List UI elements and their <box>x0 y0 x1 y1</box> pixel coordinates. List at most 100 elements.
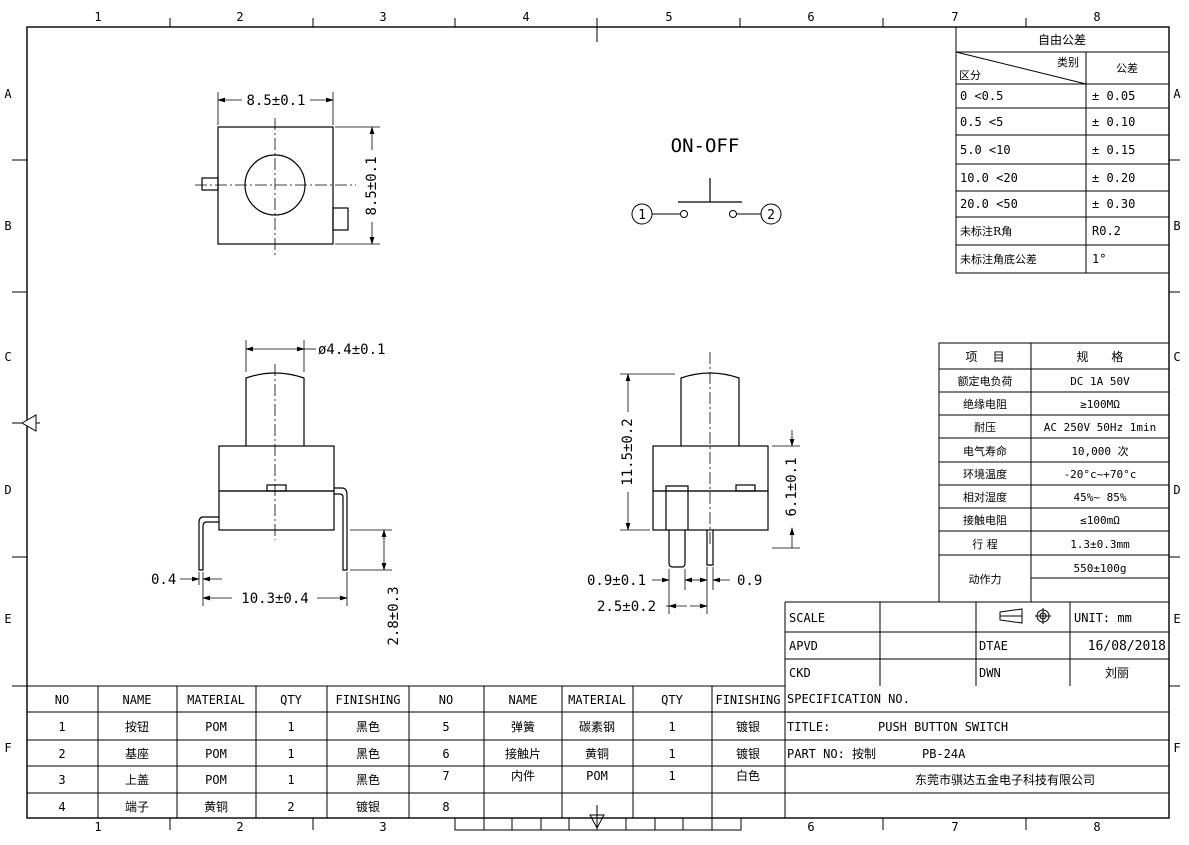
zone-label-top: 5 <box>665 10 672 24</box>
tol-value: ± 0.10 <box>1092 115 1135 129</box>
bom-cell: 上盖 <box>125 773 149 787</box>
tb-drawer: 刘丽 <box>1105 666 1129 680</box>
tb-company: 东莞市骐达五金电子科技有限公司 <box>915 772 1095 787</box>
tol-value: 1° <box>1092 252 1106 266</box>
top-view <box>195 92 380 255</box>
zone-label-left: A <box>4 87 12 101</box>
bom-header: QTY <box>280 693 302 707</box>
bom-cell: 镀银 <box>356 800 380 814</box>
zone-label-bottom: 8 <box>1093 820 1100 834</box>
spec-value: 1.3±0.3mm <box>1070 538 1130 551</box>
spec-item: 环境温度 <box>963 467 1007 481</box>
tol-value: ± 0.30 <box>1092 197 1135 211</box>
side-body-height-dim: 6.1±0.1 <box>784 457 800 516</box>
tol-head-tolerance: 公差 <box>1116 61 1138 75</box>
zone-label-bottom: 7 <box>951 820 958 834</box>
tb-spec-no-label: SPECIFICATION NO. <box>787 692 910 706</box>
schematic-pin2: 2 <box>767 208 775 223</box>
bom-header: MATERIAL <box>568 693 626 707</box>
front-pin-thickness-dim: 0.4 <box>151 572 176 588</box>
tb-unit: UNIT: mm <box>1074 611 1132 625</box>
spec-item: 行 程 <box>972 538 998 551</box>
title-block <box>784 601 1169 818</box>
spec-item: 电气寿命 <box>963 444 1007 458</box>
zone-label-top: 4 <box>522 10 529 24</box>
tb-title: PUSH BUTTON SWITCH <box>878 720 1008 734</box>
zone-label-bottom: 1 <box>94 820 101 834</box>
tb-part-no-label: PART NO: 按制 <box>787 747 876 761</box>
bom-cell: 7 <box>442 769 449 783</box>
tb-scale-label: SCALE <box>789 611 825 625</box>
bom-cell: 镀银 <box>736 747 760 761</box>
bom-header: NAME <box>123 693 152 707</box>
switch-schematic <box>631 178 782 225</box>
bom-cell: 1 <box>287 747 294 761</box>
zone-label-right: D <box>1173 483 1180 497</box>
zone-label-top: 7 <box>951 10 958 24</box>
bom-cell: 黄铜 <box>204 799 228 814</box>
zone-label-bottom: 2 <box>236 820 243 834</box>
side-pin-width-dim: 0.9±0.1 <box>587 573 646 589</box>
zone-label-top: 8 <box>1093 10 1100 24</box>
bom-cell: 6 <box>442 747 449 761</box>
top-width-dim: 8.5±0.1 <box>246 93 305 109</box>
bom-cell: 黄铜 <box>585 746 609 761</box>
tol-value: R0.2 <box>1092 224 1121 238</box>
bom-cell: 弹簧 <box>511 719 535 734</box>
tol-value: ± 0.20 <box>1092 171 1135 185</box>
tb-apvd-label: APVD <box>789 639 818 653</box>
bom-cell: 1 <box>58 720 65 734</box>
bom-cell: 4 <box>58 800 65 814</box>
spec-value: 45%~ 85% <box>1074 491 1127 504</box>
tol-range: 5.0 <10 <box>960 143 1011 157</box>
zone-label-right: C <box>1173 350 1180 364</box>
bom-cell: 内件 <box>511 769 535 783</box>
spec-value: AC 250V 50Hz 1min <box>1044 421 1157 434</box>
bom-cell: 碳素钢 <box>579 720 615 734</box>
zone-label-right: F <box>1173 741 1180 755</box>
bom-header: FINISHING <box>335 693 400 707</box>
spec-item: 接触电阻 <box>963 513 1007 527</box>
front-diameter-dim: ø4.4±0.1 <box>318 342 385 358</box>
bom-cell: POM <box>205 773 227 787</box>
tol-value: ± 0.15 <box>1092 143 1135 157</box>
bom-cell: 1 <box>668 769 675 783</box>
tb-ckd-label: CKD <box>789 666 811 680</box>
spec-value: ≥100MΩ <box>1080 398 1120 411</box>
bom-header: NO <box>55 693 69 707</box>
bom-cell: POM <box>205 747 227 761</box>
zone-label-bottom: 3 <box>379 820 386 834</box>
tb-date-label: DTAE <box>979 639 1008 653</box>
bom-cell: 黑色 <box>356 747 380 761</box>
bom-header: QTY <box>661 693 683 707</box>
bom-cell: 8 <box>442 800 449 814</box>
bom-cell: POM <box>205 720 227 734</box>
spec-item: 动作力 <box>969 573 1002 586</box>
zone-label-top: 3 <box>379 10 386 24</box>
spec-value: DC 1A 50V <box>1070 375 1130 388</box>
tol-range: 0.5 <5 <box>960 115 1003 129</box>
zone-label-right: E <box>1173 612 1180 626</box>
tb-date: 16/08/2018 <box>1088 639 1166 654</box>
bom-cell: 白色 <box>736 768 760 783</box>
tol-head-zone: 区分 <box>959 69 981 82</box>
bom-table <box>27 685 785 818</box>
zone-label-top: 6 <box>807 10 814 24</box>
spec-item: 额定电负荷 <box>958 374 1013 388</box>
side-pin-width-right-dim: 0.9 <box>737 573 762 589</box>
front-view <box>180 340 392 606</box>
zone-label-left: B <box>4 219 11 233</box>
top-height-dim: 8.5±0.1 <box>364 156 380 215</box>
bom-header: MATERIAL <box>187 693 245 707</box>
zone-label-left: C <box>4 350 11 364</box>
bom-cell: 端子 <box>125 800 149 814</box>
bom-cell: 1 <box>287 720 294 734</box>
zone-label-bottom: 6 <box>807 820 814 834</box>
bom-header: NO <box>439 693 453 707</box>
bom-cell: 接触片 <box>505 746 541 761</box>
bom-cell: 1 <box>668 720 675 734</box>
tol-value: ± 0.05 <box>1092 89 1135 103</box>
tolerance-table <box>955 26 1170 274</box>
bom-cell: 镀银 <box>736 720 760 734</box>
spec-head-item: 项 目 <box>965 350 1004 364</box>
